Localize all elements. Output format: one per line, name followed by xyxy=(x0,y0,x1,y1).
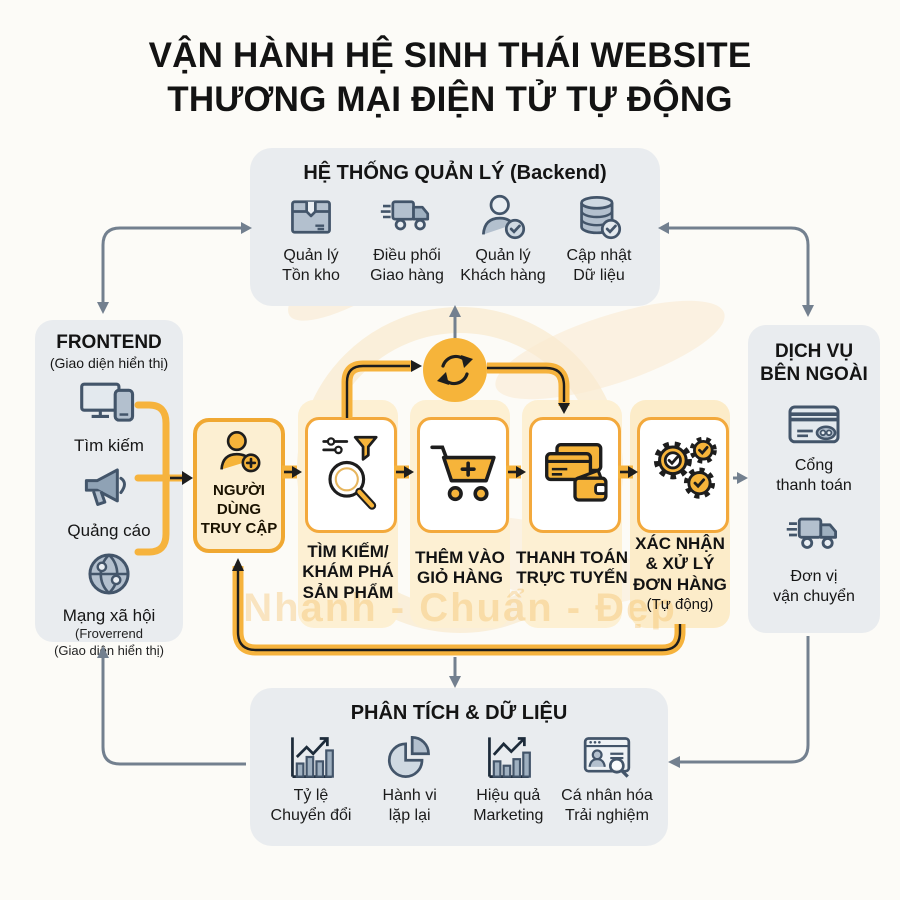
globe-icon xyxy=(82,549,136,604)
backend-item-inventory: Quản lý Tồn kho xyxy=(264,193,358,286)
search-filter-icon xyxy=(317,431,385,520)
analytics-item-label: Tỷ lệ Chuyển đổi xyxy=(270,787,352,824)
delivery-truck-icon xyxy=(380,193,434,246)
page-title-line2: THƯƠNG MẠI ĐIỆN TỬ TỰ ĐỘNG xyxy=(167,79,733,119)
backend-item-data: Cập nhật Dữ liệu xyxy=(552,193,646,286)
analytics-title: PHÂN TÍCH & DỮ LIỆU xyxy=(350,702,568,724)
analytics-item-marketing: Hiệu quả Marketing xyxy=(459,733,557,826)
frontend-item-ads: Quảng cáo xyxy=(35,464,183,541)
browser-search-icon xyxy=(580,733,634,786)
step-label-order: XÁC NHẬN & XỬ LÝ ĐƠN HÀNG (Tự động) xyxy=(622,534,738,614)
step-box-order xyxy=(637,417,729,533)
step-box-cart xyxy=(417,417,509,533)
external-item-payment-gateway: Cổng thanh toán xyxy=(748,401,880,496)
step-box-payment xyxy=(529,417,621,533)
backend-item-shipping: Điều phối Giao hàng xyxy=(360,193,454,286)
external-item-label: Cổng thanh toán xyxy=(776,456,852,494)
analytics-item-behavior: Hành vi lặp lại xyxy=(361,733,459,826)
analytics-item-label: Hành vi lặp lại xyxy=(382,787,437,824)
frontend-item-label: Tìm kiếm xyxy=(74,436,144,455)
analytics-item-label: Hiệu quả Marketing xyxy=(473,787,544,824)
backend-item-customers: Quản lý Khách hàng xyxy=(456,193,550,286)
devices-icon xyxy=(78,379,140,434)
backend-item-label: Quản lý Khách hàng xyxy=(460,247,546,284)
backend-panel: HỆ THỐNG QUẢN LÝ (Backend) Quản lý Tồn k… xyxy=(250,148,660,306)
frontend-item-search: Tìm kiếm xyxy=(35,379,183,456)
backend-title: HỆ THỐNG QUẢN LÝ (Backend) xyxy=(303,162,607,184)
analytics-item-label: Cá nhân hóa Trải nghiệm xyxy=(561,787,653,824)
external-title: DỊCH VỤ BÊN NGOÀI xyxy=(760,341,868,385)
pie-chart-icon xyxy=(383,733,437,786)
arrow-backend-frontend xyxy=(101,226,245,303)
step-label-search: TÌM KIẾM/ KHÁM PHÁ SẢN PHẨM xyxy=(302,542,394,602)
step-label-payment: THANH TOÁN TRỰC TUYẾN xyxy=(515,548,629,588)
step-label-order-sub: (Tự động) xyxy=(646,596,714,614)
database-check-icon xyxy=(572,193,626,246)
cart-plus-icon xyxy=(427,437,499,514)
gears-check-icon xyxy=(647,435,719,516)
page-title-line1: VẬN HÀNH HỆ SINH THÁI WEBSITE xyxy=(148,36,752,75)
external-item-carrier: Đơn vị vận chuyển xyxy=(748,510,880,607)
external-services-panel: DỊCH VỤ BÊN NGOÀI Cổng thanh toán xyxy=(748,325,880,633)
user-access-box: NGƯỜI DÙNG TRUY CẬP xyxy=(193,418,285,553)
step-box-search xyxy=(305,417,397,533)
analytics-item-personalization: Cá nhân hóa Trải nghiệm xyxy=(558,733,656,826)
arrow-backend-external xyxy=(665,226,810,306)
payment-wallet-icon xyxy=(539,439,611,512)
bar-chart-up-icon xyxy=(481,733,535,786)
megaphone-icon xyxy=(80,464,138,519)
analytics-item-conversion: Tỷ lệ Chuyển đổi xyxy=(262,733,360,826)
step-label-cart: THÊM VÀO GIỎ HÀNG xyxy=(415,548,505,588)
credit-card-icon xyxy=(785,401,843,454)
customer-check-icon xyxy=(476,193,530,246)
frontend-item-label: Mạng xã hội xyxy=(62,606,156,625)
frontend-title: FRONTEND xyxy=(56,332,162,353)
bar-chart-up-icon xyxy=(284,733,338,786)
external-item-label: Đơn vị vận chuyển xyxy=(773,567,855,605)
shipping-truck-icon xyxy=(785,510,843,565)
frontend-item-subtext: (Froverrend (Giao diện hiển thị) xyxy=(54,626,164,658)
frontend-item-label: Quảng cáo xyxy=(67,521,151,540)
backend-item-label: Cập nhật Dữ liệu xyxy=(566,247,632,284)
user-access-label: NGƯỜI DÙNG TRUY CẬP xyxy=(200,482,278,537)
step-label-order-main: XÁC NHẬN & XỬ LÝ ĐƠN HÀNG xyxy=(633,534,727,594)
user-plus-icon xyxy=(215,429,263,480)
page-title: VẬN HÀNH HỆ SINH THÁI WEBSITE THƯƠNG MẠI… xyxy=(0,34,900,122)
frontend-panel: FRONTEND (Giao diện hiển thị) Tìm kiếm xyxy=(35,320,183,658)
arrow-analytics-frontend xyxy=(101,656,246,766)
refresh-cycle-icon xyxy=(423,338,487,402)
backend-item-label: Quản lý Tồn kho xyxy=(282,247,340,284)
backend-item-label: Điều phối Giao hàng xyxy=(370,247,444,284)
frontend-item-social: Mạng xã hội (Froverrend (Giao diện hiển … xyxy=(35,549,183,660)
frontend-subtitle: (Giao diện hiển thị) xyxy=(49,355,169,371)
package-icon xyxy=(284,193,338,246)
analytics-panel: PHÂN TÍCH & DỮ LIỆU Tỷ lệ Chuyển đổi xyxy=(250,688,668,846)
arrow-external-analytics xyxy=(676,636,810,764)
